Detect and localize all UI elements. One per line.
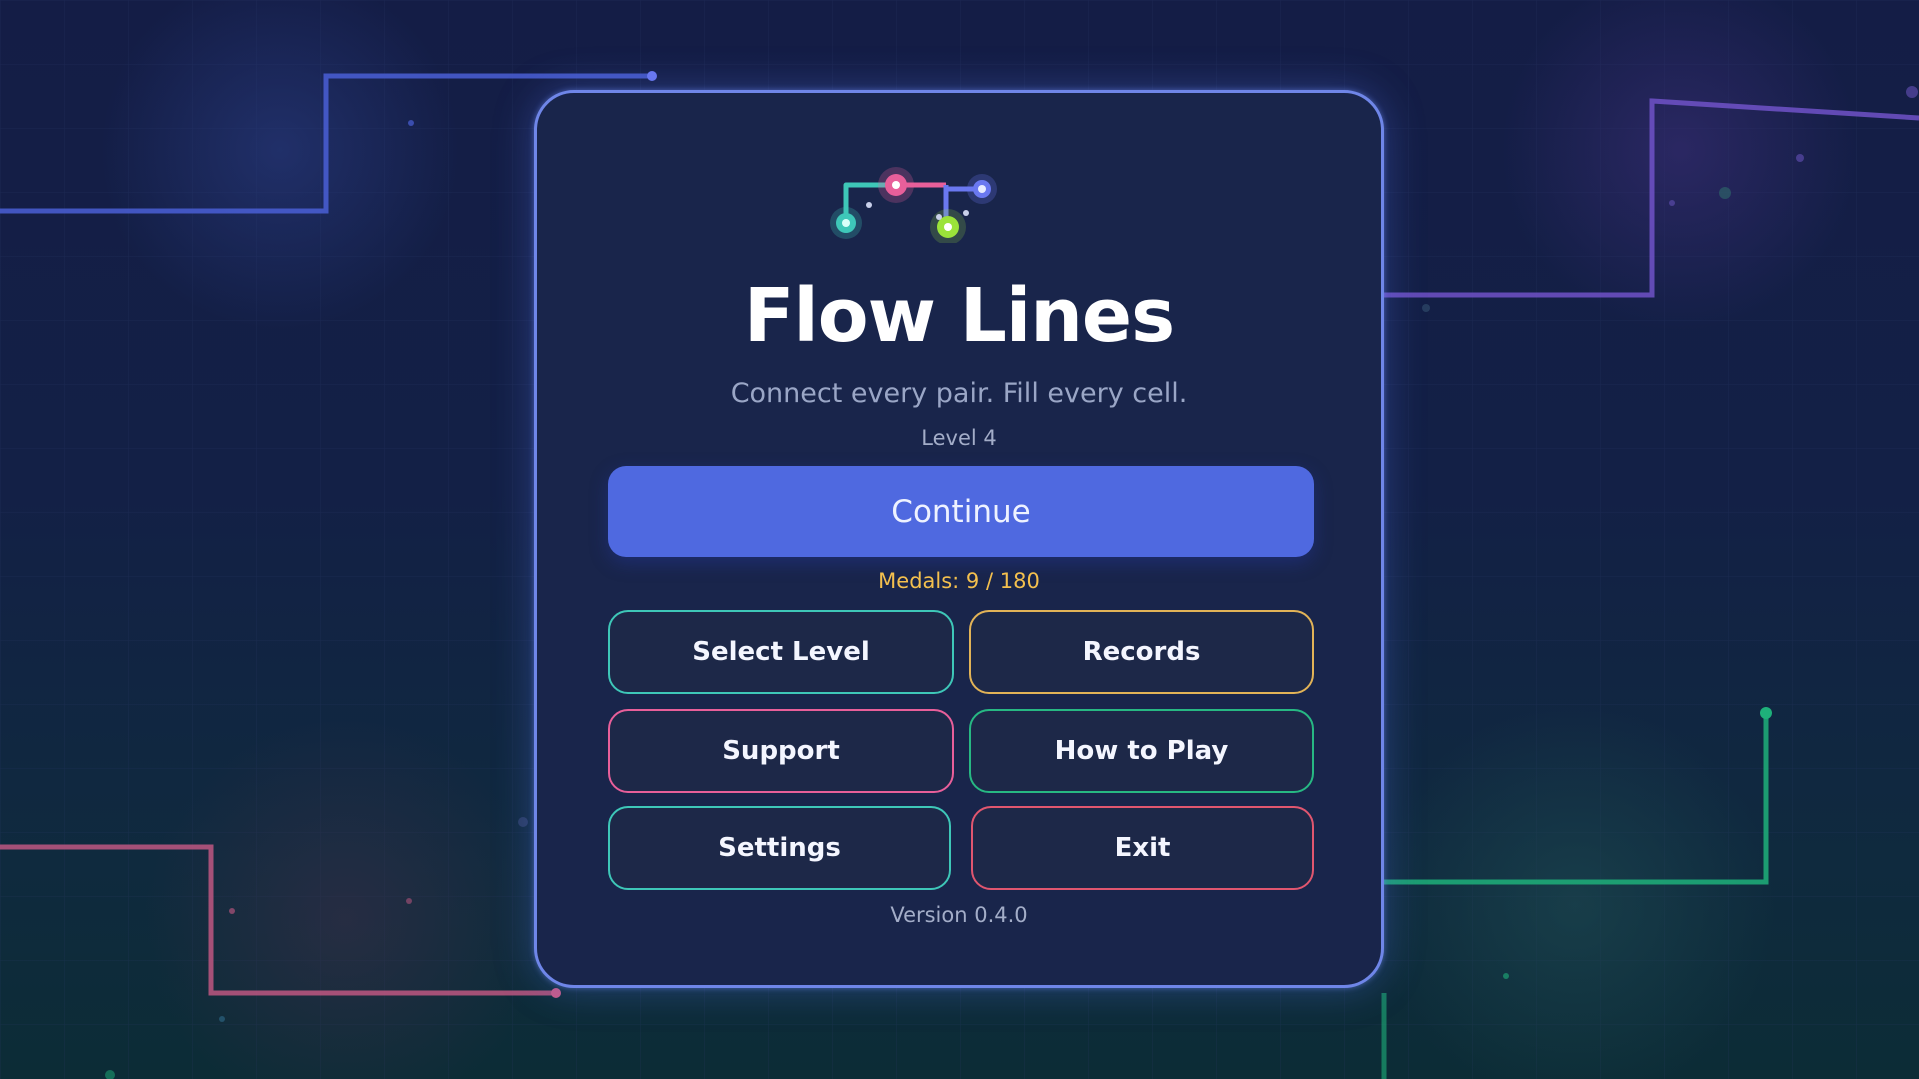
medals-counter: Medals: 9 / 180 (878, 569, 1040, 593)
main-menu-panel: Flow Lines Connect every pair. Fill ever… (534, 90, 1384, 988)
game-subtitle: Connect every pair. Fill every cell. (730, 378, 1188, 409)
version-label: Version 0.4.0 (890, 903, 1028, 927)
flow-lines-logo-icon (830, 167, 997, 243)
current-level-label: Level 4 (921, 426, 997, 450)
records-button[interactable]: Records (969, 610, 1314, 694)
continue-button[interactable]: Continue (608, 466, 1314, 557)
select-level-button[interactable]: Select Level (608, 610, 954, 694)
settings-button[interactable]: Settings (608, 806, 951, 890)
how-to-play-button[interactable]: How to Play (969, 709, 1314, 793)
support-button[interactable]: Support (608, 709, 954, 793)
game-title: Flow Lines (743, 273, 1175, 359)
exit-button[interactable]: Exit (971, 806, 1314, 890)
